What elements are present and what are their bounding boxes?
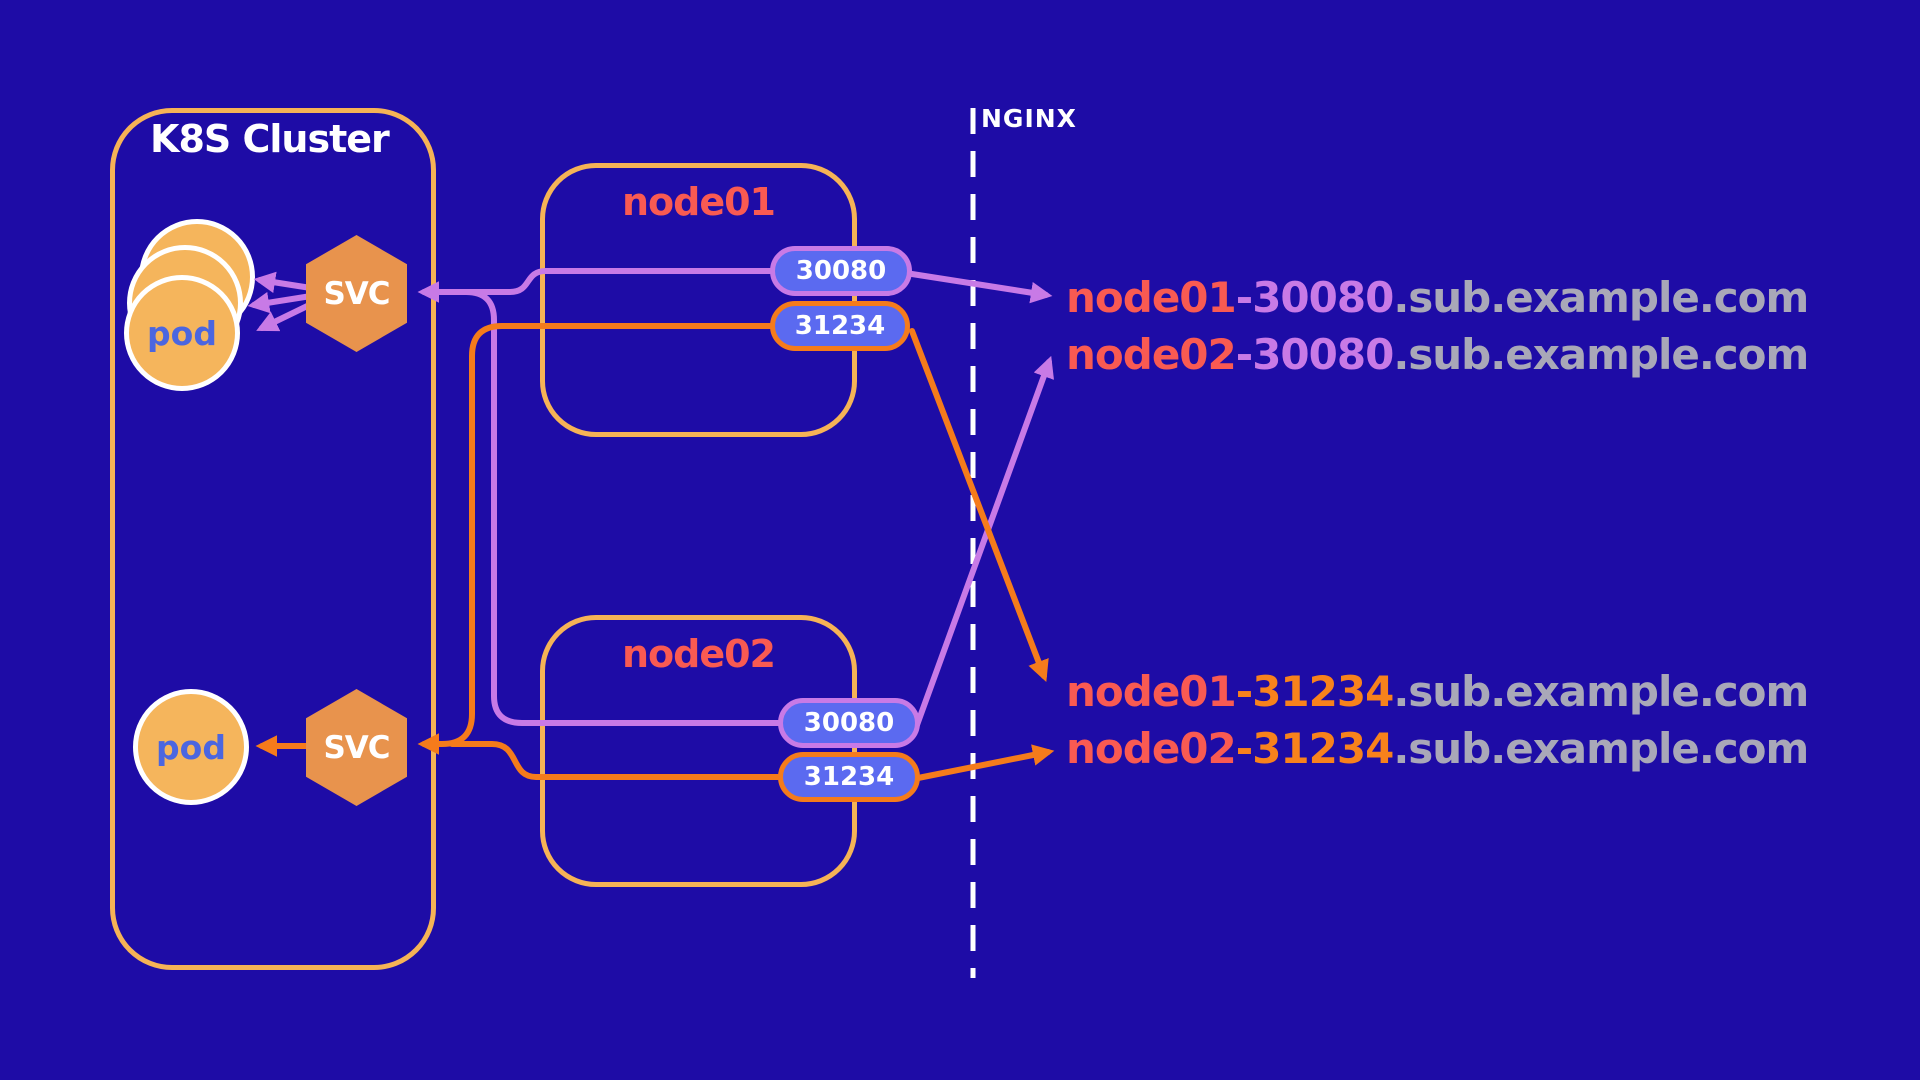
wire-node01-31234-to-svc <box>417 323 773 755</box>
svc-label: SVC <box>323 275 390 312</box>
node01-box <box>540 163 857 437</box>
pod-label: pod <box>147 313 217 353</box>
svc-hexagon-top: SVC <box>306 235 407 352</box>
k8s-cluster-box <box>110 108 436 970</box>
domain-port-part: -30080 <box>1235 273 1395 322</box>
wire-node01-30080-to-domain <box>909 271 1053 304</box>
wire-node01-30080-to-svc <box>417 268 773 303</box>
node02-box <box>540 615 857 887</box>
domain-node-part: node01 <box>1066 273 1237 322</box>
port-value: 31234 <box>803 762 895 792</box>
domain-suffix-part: .sub.example.com <box>1393 273 1809 322</box>
node02-port-31234-badge: 31234 <box>778 752 920 802</box>
domain-suffix-part: .sub.example.com <box>1393 330 1809 379</box>
wire-node02-31234-to-domain <box>915 744 1055 781</box>
domain-node02-31234: node02-31234.sub.example.com <box>1066 724 1809 773</box>
port-value: 30080 <box>803 708 895 738</box>
node02-title: node02 <box>621 632 776 676</box>
wire-node02-31234-to-svc <box>449 741 781 780</box>
domain-node01-30080: node01-30080.sub.example.com <box>1066 273 1809 322</box>
domain-port-part: -30080 <box>1235 330 1395 379</box>
domain-port-part: -31234 <box>1235 724 1395 773</box>
domain-node-part: node01 <box>1066 667 1237 716</box>
wire-node02-30080-to-svc <box>449 289 781 726</box>
node01-port-30080-badge: 30080 <box>770 246 912 296</box>
k8s-cluster-title: K8S Cluster <box>150 117 390 161</box>
node02-port-30080-badge: 30080 <box>778 698 920 748</box>
domain-node02-30080: node02-30080.sub.example.com <box>1066 330 1809 379</box>
wire-node01-31234-to-domain <box>909 328 1049 683</box>
node01-title: node01 <box>621 180 776 224</box>
nginx-label: NGINX <box>981 104 1077 133</box>
domain-port-part: -31234 <box>1235 667 1395 716</box>
domain-suffix-part: .sub.example.com <box>1393 724 1809 773</box>
pod-label: pod <box>156 727 226 767</box>
domain-node01-31234: node01-31234.sub.example.com <box>1066 667 1809 716</box>
port-value: 30080 <box>795 256 887 286</box>
svc-hexagon-bottom: SVC <box>306 689 407 806</box>
domain-node-part: node02 <box>1066 724 1237 773</box>
domain-node-part: node02 <box>1066 330 1237 379</box>
svc-label: SVC <box>323 729 390 766</box>
node01-port-31234-badge: 31234 <box>770 301 910 351</box>
port-value: 31234 <box>794 311 886 341</box>
domain-suffix-part: .sub.example.com <box>1393 667 1809 716</box>
pod-circle-front: pod <box>124 275 240 391</box>
wire-node02-30080-to-domain <box>914 355 1054 728</box>
pod-circle-bottom: pod <box>133 689 249 805</box>
